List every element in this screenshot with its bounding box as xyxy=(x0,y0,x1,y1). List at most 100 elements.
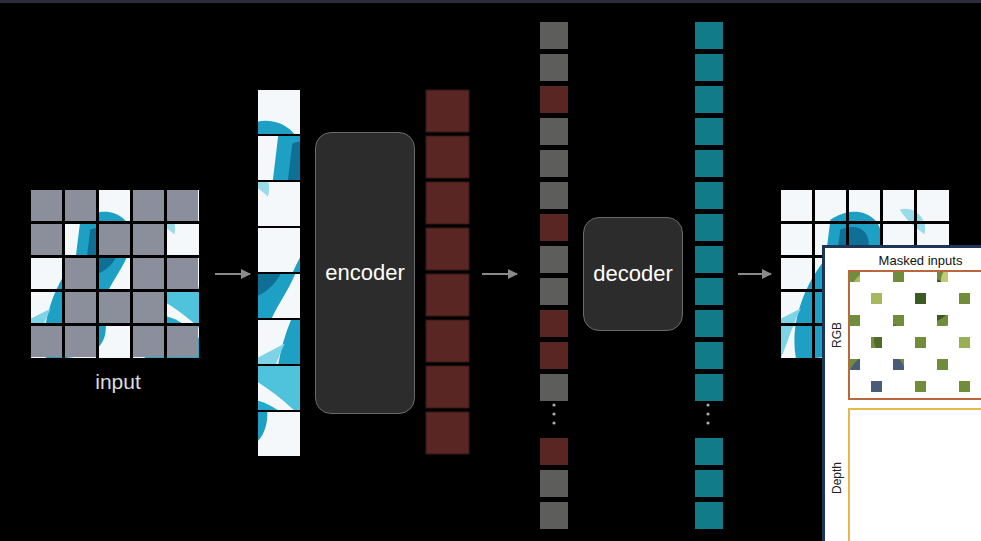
mask-square xyxy=(860,337,871,348)
foliage xyxy=(849,271,981,399)
masked-patch xyxy=(31,224,62,255)
output-token xyxy=(695,470,723,497)
mask-square xyxy=(871,348,882,359)
mask-square xyxy=(915,304,926,315)
decoder-box: decoder xyxy=(583,217,683,331)
mask-square xyxy=(860,381,871,392)
mask-square xyxy=(959,271,970,282)
mask-square xyxy=(937,293,948,304)
mask-square xyxy=(904,282,915,293)
latent-token xyxy=(540,438,568,465)
mask-square xyxy=(882,271,893,282)
mask-square xyxy=(904,381,915,392)
masked-patch xyxy=(99,292,130,323)
mask-square xyxy=(860,370,871,381)
masked-patch xyxy=(65,326,96,357)
mask-square xyxy=(882,315,893,326)
mask-square xyxy=(959,282,970,293)
mask-square xyxy=(893,381,904,392)
flow-arrow xyxy=(482,273,517,275)
panel-ground xyxy=(822,245,981,541)
mask-square xyxy=(959,304,970,315)
mask-square xyxy=(937,337,948,348)
grid-gap xyxy=(130,190,133,358)
mask-square xyxy=(926,326,937,337)
latent-token xyxy=(540,310,568,337)
output-token xyxy=(695,374,723,401)
ellipsis-dot xyxy=(706,421,709,424)
mask-token xyxy=(540,54,568,81)
mask-square xyxy=(959,326,970,337)
depth-frame: Depth xyxy=(848,408,981,541)
mask-square xyxy=(849,348,860,359)
mask-square xyxy=(948,282,959,293)
ellipsis-dot xyxy=(552,403,555,406)
output-token xyxy=(695,150,723,177)
mask-square xyxy=(937,381,948,392)
mask-square xyxy=(904,271,915,282)
mask-square xyxy=(970,381,981,392)
mask-square xyxy=(970,392,981,399)
mask-square xyxy=(860,326,871,337)
inset-panel: Masked inputsRGBDepth xyxy=(822,245,981,541)
mask-square xyxy=(915,392,926,399)
mask-square xyxy=(948,381,959,392)
mask-square xyxy=(904,293,915,304)
latent-column xyxy=(426,90,469,454)
mask-square xyxy=(970,293,981,304)
masked-patch xyxy=(133,258,164,289)
mask-square xyxy=(893,282,904,293)
grid-gap xyxy=(31,255,199,258)
masked-patch xyxy=(65,292,96,323)
mask-square xyxy=(970,271,981,282)
masked-patch xyxy=(31,326,62,357)
encoder-box: encoder xyxy=(315,132,415,414)
mask-square xyxy=(926,271,937,282)
mask-square xyxy=(915,315,926,326)
mask-square xyxy=(882,370,893,381)
mask-square xyxy=(937,370,948,381)
ellipsis-dot xyxy=(552,412,555,415)
mask-square xyxy=(871,304,882,315)
mask-square xyxy=(937,326,948,337)
mask-square xyxy=(893,370,904,381)
mask-square xyxy=(904,315,915,326)
ellipsis-dot xyxy=(706,403,709,406)
bird-image xyxy=(31,190,199,358)
mask-square xyxy=(871,271,882,282)
mask-square xyxy=(893,293,904,304)
arrows xyxy=(215,274,771,275)
mask-square xyxy=(904,337,915,348)
grid-gap xyxy=(812,190,815,358)
mask-square xyxy=(915,282,926,293)
mask-square xyxy=(849,370,860,381)
mask-square xyxy=(948,271,959,282)
mask-square xyxy=(948,348,959,359)
mask-square xyxy=(948,304,959,315)
mask-square xyxy=(959,392,970,399)
mask-square xyxy=(860,282,871,293)
mask-square xyxy=(926,304,937,315)
mask-square xyxy=(849,293,860,304)
mask-square xyxy=(926,392,937,399)
mask-square xyxy=(893,337,904,348)
latent-token xyxy=(426,274,469,316)
mask-square xyxy=(893,326,904,337)
mask-token xyxy=(540,182,568,209)
mask-square xyxy=(970,282,981,293)
grid-gap xyxy=(31,323,199,326)
masked-patch xyxy=(133,190,164,221)
mask-square xyxy=(882,282,893,293)
mask-square xyxy=(904,348,915,359)
output-token xyxy=(695,22,723,49)
flow-arrow xyxy=(215,273,250,275)
mask-square xyxy=(937,348,948,359)
latent-token xyxy=(540,342,568,369)
rgb-frame: RGB xyxy=(848,270,981,400)
mask-square xyxy=(926,381,937,392)
block-label: encoder xyxy=(325,260,405,286)
mask-square xyxy=(948,293,959,304)
mask-square xyxy=(882,304,893,315)
output-token xyxy=(695,54,723,81)
mask-square xyxy=(893,304,904,315)
